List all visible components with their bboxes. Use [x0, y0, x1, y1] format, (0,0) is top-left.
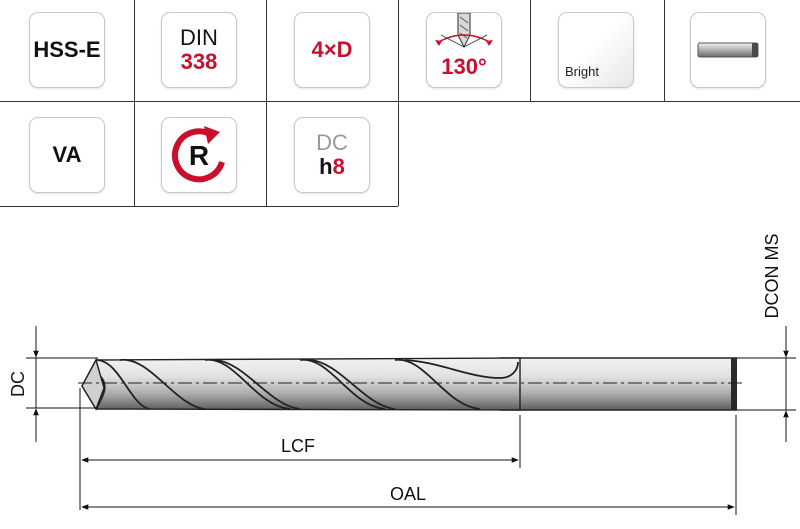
surface-label: Bright	[565, 64, 599, 79]
dcon-ms-dimension	[736, 326, 796, 442]
material-tile: HSS-E	[29, 12, 105, 88]
grid-line	[0, 206, 398, 207]
shank-tile	[690, 12, 766, 88]
tolerance-h: h	[319, 154, 333, 179]
shank-end	[731, 358, 737, 410]
oal-dimension	[81, 415, 737, 515]
point-angle-icon	[435, 13, 493, 49]
oal-label: OAL	[390, 484, 426, 504]
drill-drawing: DC DCON MS LCF OAL	[8, 234, 796, 515]
application-label: VA	[52, 142, 82, 167]
surface-tile: Bright	[558, 12, 634, 88]
point-angle-tile: 130°	[426, 12, 502, 88]
tolerance-grade: 8	[332, 154, 345, 179]
drill-tip	[81, 358, 105, 411]
grid-line	[398, 0, 399, 206]
rotation-tile: R	[161, 117, 237, 193]
right-hand-rotation-icon: R	[171, 126, 225, 183]
grid-line	[664, 0, 665, 101]
grid-line	[134, 0, 135, 206]
rotation-letter: R	[189, 140, 209, 171]
point-angle-value: 130°	[441, 54, 487, 79]
drill-shank	[499, 357, 737, 411]
length-ratio-label: 4×D	[311, 37, 353, 62]
grid-line	[530, 0, 531, 101]
dc-dimension	[26, 326, 98, 442]
length-ratio-tile: 4×D	[294, 12, 370, 88]
dcon-ms-label: DCON MS	[762, 234, 782, 319]
tolerance-value: h8	[319, 155, 345, 179]
dc-label: DC	[8, 371, 28, 397]
grid-line	[0, 101, 800, 102]
standard-tile: DIN 338	[161, 12, 237, 88]
lcf-dimension	[79, 388, 521, 510]
drill-flutes	[81, 357, 521, 411]
material-label: HSS-E	[33, 37, 101, 62]
property-grid: HSS-E DIN 338 4×D 130° Bright	[0, 0, 800, 210]
cylindrical-shank-icon	[697, 42, 759, 58]
standard-label: DIN	[180, 25, 218, 50]
lcf-label: LCF	[281, 436, 315, 456]
flute-lines	[95, 359, 519, 410]
tolerance-label: DC	[316, 130, 348, 155]
tolerance-tile: DC h8	[294, 117, 370, 193]
grid-line	[266, 0, 267, 206]
standard-number: 338	[180, 49, 218, 74]
application-tile: VA	[29, 117, 105, 193]
